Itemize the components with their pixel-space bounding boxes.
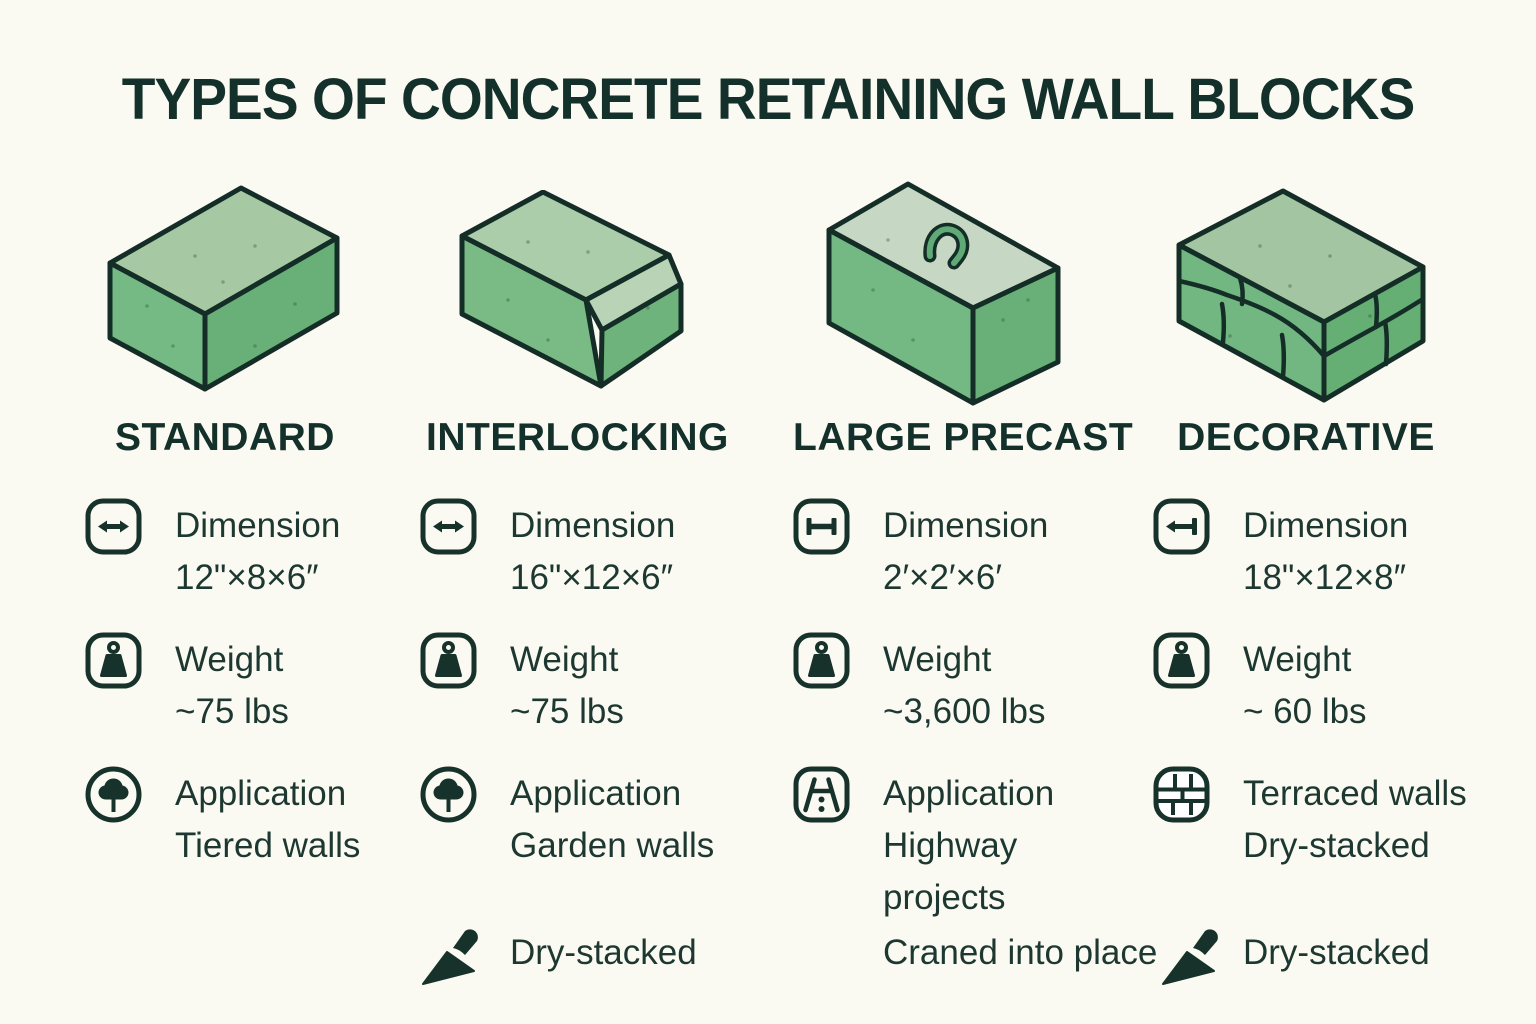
install-label: Craned into place	[883, 933, 1158, 972]
spec-value: ~75 lbs	[510, 692, 624, 731]
interlocking-block-illustration	[458, 190, 686, 392]
page-title: TYPES OF CONCRETE RETAINING WALL BLOCKS	[121, 67, 1415, 132]
spec-value: Tiered walls	[175, 826, 361, 865]
column-large-precast: LARGE PRECAST Dimension 2′×2′×6′	[793, 0, 1157, 1024]
column-title-large-precast: LARGE PRECAST	[793, 416, 1134, 459]
spec-value: 12"×8×6″	[175, 558, 319, 597]
spec-value: Dry-stacked	[1243, 826, 1430, 865]
install-label: Dry-stacked	[510, 933, 697, 972]
weight-icon	[420, 632, 477, 689]
tree-icon	[420, 766, 477, 823]
spec-label: Dimension	[175, 506, 341, 545]
beam-span-icon	[793, 498, 850, 555]
spec-value: 16"×12×6″	[510, 558, 674, 597]
spec-value: ~ 60 lbs	[1243, 692, 1367, 731]
horizontal-arrows-icon	[420, 498, 477, 555]
spec-label: Weight	[510, 640, 619, 679]
spec-label: Dimension	[1243, 506, 1409, 545]
spec-value: 2′×2′×6′	[883, 558, 1002, 597]
spec-value: Garden walls	[510, 826, 715, 865]
column-decorative: DECORATIVE Dimension 18"×12×8″	[1153, 0, 1498, 1024]
brick-wall-icon	[1153, 766, 1210, 823]
large-precast-block-illustration	[818, 180, 1063, 408]
spec-value: 18"×12×8″	[1243, 558, 1407, 597]
spec-label: Terraced walls	[1243, 774, 1467, 813]
column-title-decorative: DECORATIVE	[1177, 416, 1435, 459]
spec-label: Dimension	[510, 506, 676, 545]
decorative-block-illustration	[1170, 186, 1428, 404]
column-standard: STANDARD Dimension 12"×8×6″	[85, 0, 420, 1024]
standard-block-illustration	[103, 184, 345, 396]
spec-label: Weight	[883, 640, 992, 679]
column-title-interlocking: INTERLOCKING	[426, 416, 729, 459]
spec-label: Weight	[175, 640, 284, 679]
spec-value: Highway	[883, 826, 1018, 865]
spec-value: ~3,600 lbs	[883, 692, 1046, 731]
weight-icon	[85, 632, 142, 689]
spec-value: ~75 lbs	[175, 692, 289, 731]
tree-icon	[85, 766, 142, 823]
weight-icon	[1153, 632, 1210, 689]
install-label: Dry-stacked	[1243, 933, 1430, 972]
arrow-to-bar-icon	[1153, 498, 1210, 555]
horizontal-arrows-icon	[85, 498, 142, 555]
lifting-loop	[923, 222, 970, 270]
spec-label: Application	[883, 774, 1055, 813]
weight-icon	[793, 632, 850, 689]
column-title-standard: STANDARD	[115, 416, 335, 459]
spec-value-line2: projects	[883, 878, 1006, 917]
spec-label: Application	[510, 774, 682, 813]
trowel-icon	[1160, 925, 1222, 987]
highway-icon	[793, 766, 850, 823]
column-interlocking: INTERLOCKING Dimension 16"×12×6″	[420, 0, 755, 1024]
spec-label: Dimension	[883, 506, 1049, 545]
spec-label: Application	[175, 774, 347, 813]
trowel-icon	[420, 925, 482, 987]
spec-label: Weight	[1243, 640, 1352, 679]
